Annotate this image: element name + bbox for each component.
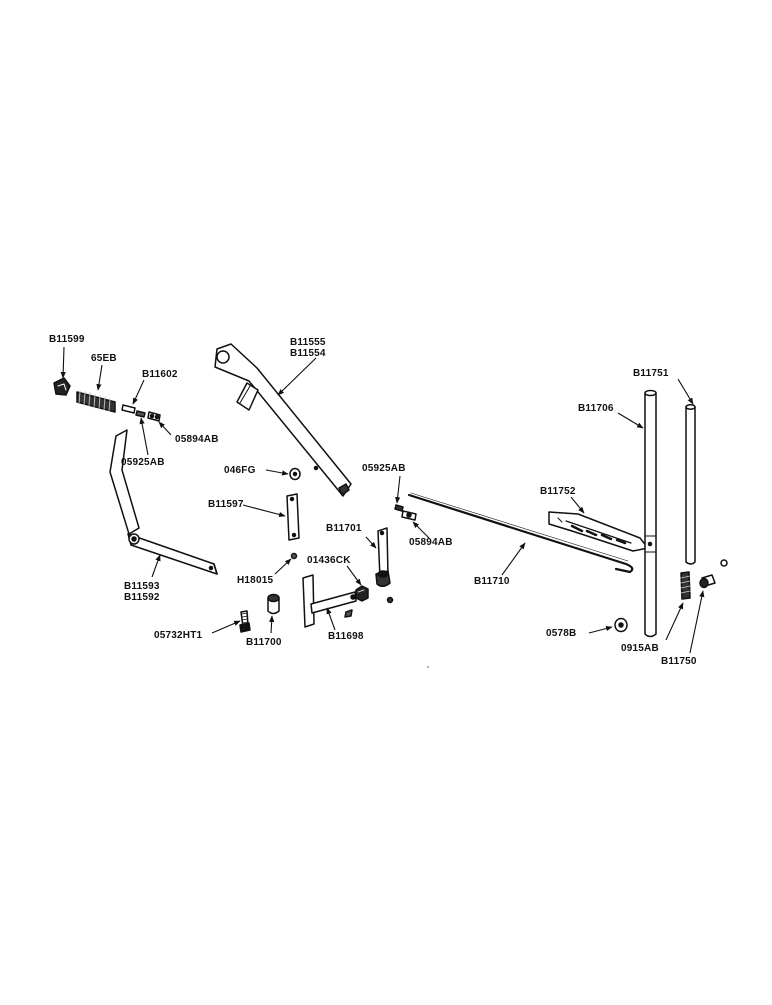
leader-b11752 [570,496,585,514]
part-b11751-tube [685,404,696,565]
label-05894ab-mid: 05894AB [409,537,453,548]
label-0915ab: 0915AB [621,643,659,654]
part-b11710-rod [407,492,634,574]
leader-b11698 [326,607,336,631]
label-05732ht1: 05732HT1 [154,630,203,641]
leader-b11555 [277,357,317,396]
part-h18015 [290,552,298,560]
leader-0915ab [665,602,684,641]
leader-01436ck [346,565,362,586]
leader-046fg [265,469,289,476]
label-h18015: H18015 [237,575,274,586]
part-b11599 [53,377,71,396]
leader-b11599 [60,346,66,379]
label-05925ab-mid: 05925AB [362,463,406,474]
label-b11592: B11592 [124,592,160,603]
label-b11602: B11602 [142,369,178,380]
leader-05925ab-left [139,417,149,456]
leader-b11751 [677,378,694,405]
leader-0578b [588,625,613,634]
part-05925ab-left [135,410,146,418]
part-b11597-link [286,493,300,541]
part-b11750-plug [699,559,728,589]
part-b11555-handle [214,343,352,497]
leader-b11700 [269,615,275,634]
label-05894ab-left: 05894AB [175,434,219,445]
part-b11602-pin [121,404,136,414]
label-046fg: 046FG [224,465,256,476]
label-b11710: B11710 [474,576,510,587]
leader-h18015 [274,558,292,575]
label-b11597: B11597 [208,499,244,510]
leader-05732ht1 [211,620,241,634]
leader-05894ab-mid [412,521,430,539]
label-b11555: B11555 [290,337,326,348]
label-b11599: B11599 [49,334,85,345]
label-b11593: B11593 [124,581,160,592]
part-b11698-crank [302,574,357,628]
part-b11593-lever [109,429,218,575]
label-0578b: 0578B [546,628,577,639]
label-b11701: B11701 [326,523,362,534]
leader-b11597 [242,504,286,518]
leader-b11710 [501,542,526,576]
leader-b11750 [689,590,705,654]
label-65eb: 65EB [91,353,117,364]
part-01436ck [355,585,369,602]
part-b11701-arm [375,527,391,587]
leader-05925ab-mid [395,475,401,504]
leader-b11593 [151,554,161,578]
part-b11701-screw [386,596,394,604]
label-b11706: B11706 [578,403,614,414]
part-b11752-bracket [548,511,649,552]
label-b11700: B11700 [246,637,282,648]
part-65eb-spring [76,390,116,413]
label-b11593-stack: B11593 B11592 [124,581,160,603]
label-b11554: B11554 [290,348,326,359]
part-0915ab-spring [680,571,691,600]
part-b11700-bushing [267,593,280,615]
part-05925ab-mid [394,504,404,512]
part-b11706-tube [644,389,657,638]
leader-05894ab-left [158,421,172,436]
label-b11752: B11752 [540,486,576,497]
label-b11555-stack: B11555 B11554 [290,337,326,359]
leader-b11602 [132,379,145,405]
leader-b11706 [617,412,644,429]
label-b11750: B11750 [661,656,697,667]
label-b11698: B11698 [328,631,364,642]
label-01436ck: 01436CK [307,555,351,566]
label-05925ab-left: 05925AB [121,457,165,468]
leader-b11701 [365,536,377,549]
leader-65eb [96,364,103,391]
label-b11751: B11751 [633,368,669,379]
